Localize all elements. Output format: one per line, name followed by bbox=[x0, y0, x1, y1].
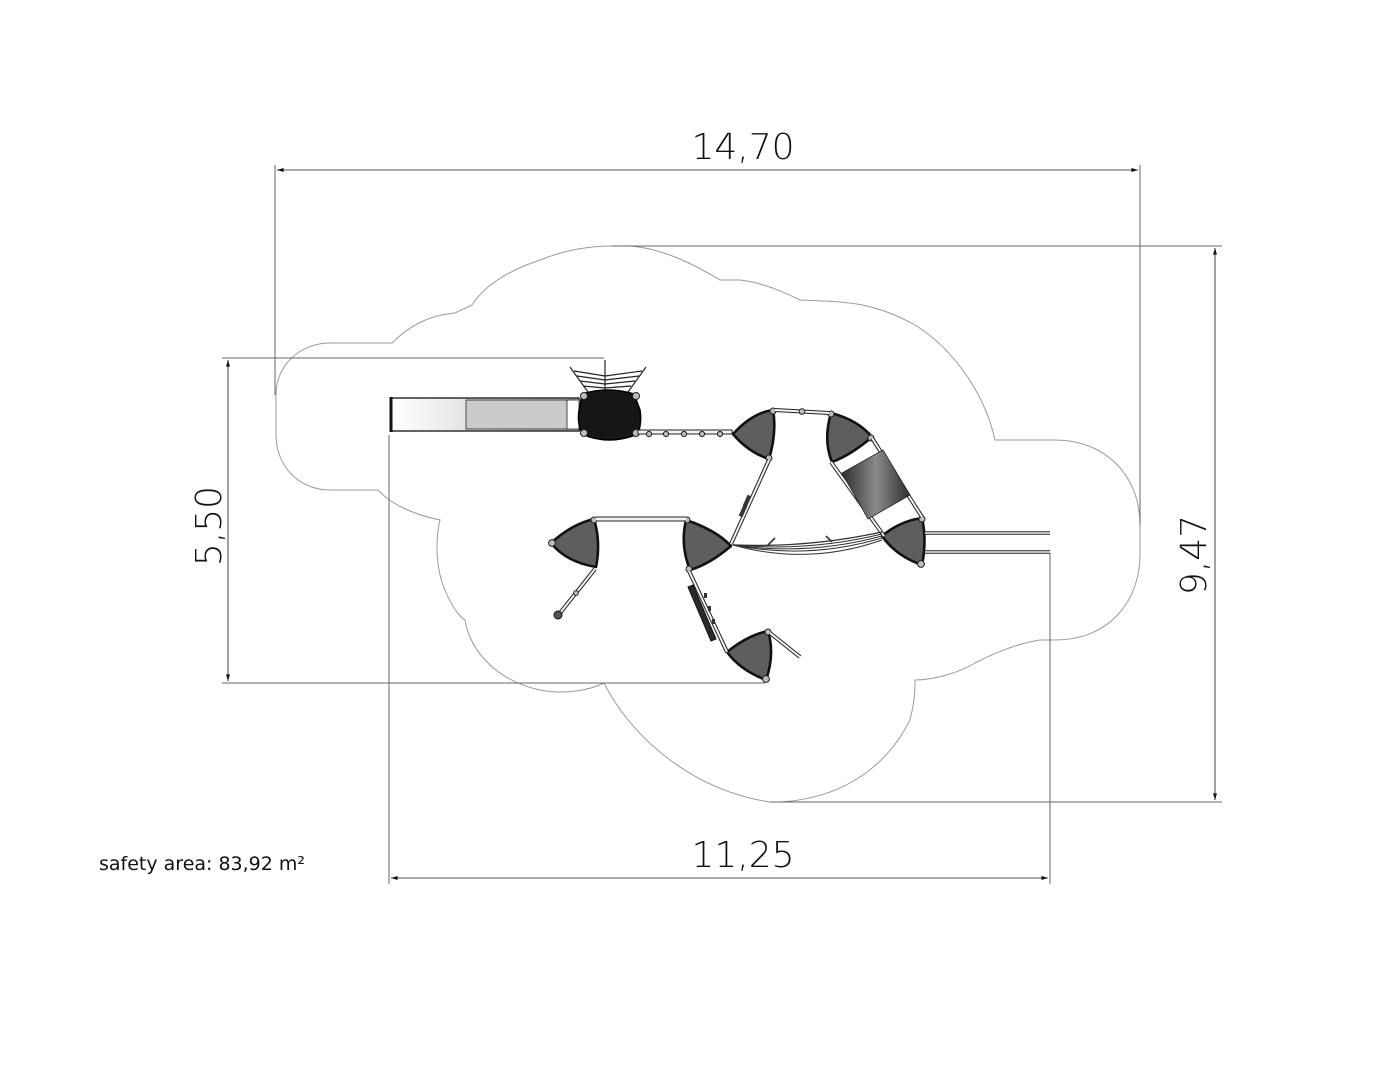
dimension-lines bbox=[222, 165, 1222, 884]
slide bbox=[389, 397, 580, 432]
horizontal-ladder bbox=[637, 429, 733, 438]
connector-bar-top bbox=[774, 408, 830, 415]
triangular-platform-5 bbox=[682, 516, 733, 573]
dimension-overall-depth: 9,47 bbox=[1174, 514, 1216, 596]
safety-area-outline bbox=[275, 245, 1141, 803]
triangular-platform-4 bbox=[548, 516, 600, 569]
playground-equipment bbox=[389, 360, 1050, 683]
roof-canopy bbox=[569, 360, 647, 393]
safety-area-note: safety area: 83,92 m² bbox=[99, 853, 306, 875]
climbing-wall-panel bbox=[687, 570, 729, 653]
triangular-platform-1 bbox=[731, 407, 777, 462]
tube-tunnel bbox=[829, 436, 924, 538]
triangular-platform-6 bbox=[725, 628, 773, 683]
fire-pole-pair bbox=[925, 531, 1050, 554]
dimension-equipment-depth: 5,50 bbox=[189, 485, 231, 567]
dimension-overall-width: 14,70 bbox=[691, 127, 795, 168]
rope-bridge bbox=[732, 531, 883, 555]
climbing-pole-left bbox=[553, 567, 597, 620]
tower-platform bbox=[577, 389, 642, 441]
triangular-platform-2 bbox=[825, 410, 875, 464]
dimension-equipment-width: 11,25 bbox=[691, 835, 795, 876]
support-pole bbox=[768, 631, 802, 659]
climbing-pole bbox=[729, 459, 771, 545]
triangular-platform-3 bbox=[880, 515, 926, 568]
